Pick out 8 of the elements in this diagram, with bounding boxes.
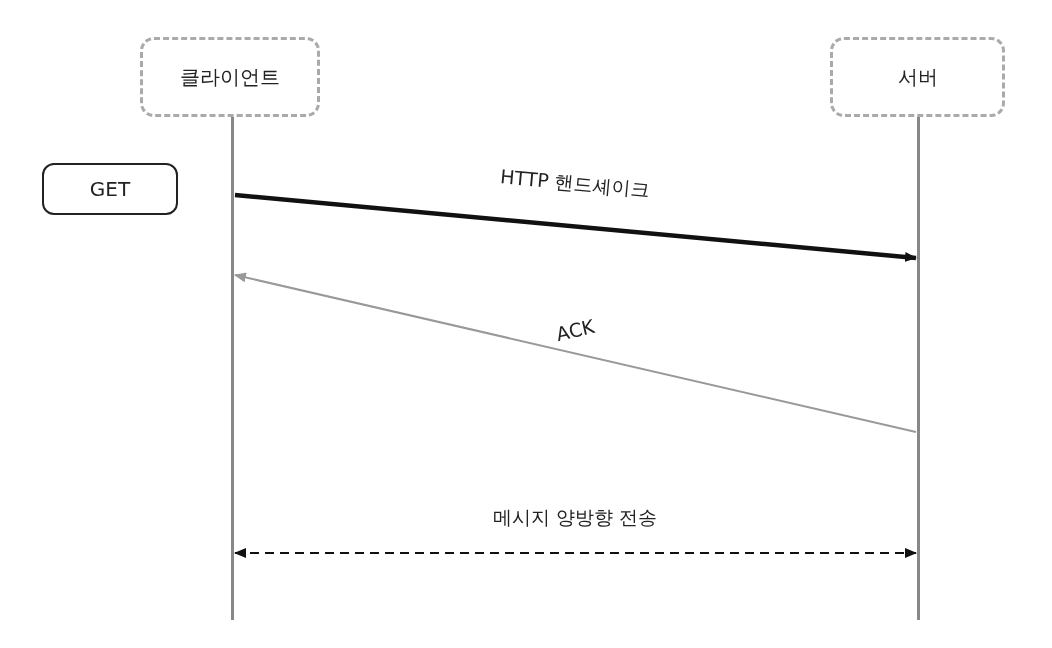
lifeline [231,117,234,620]
arrow [234,272,917,433]
arrow [234,548,917,558]
arrow [234,192,917,262]
request-box: GET [42,163,178,215]
participant-box: 클라이언트 [140,37,320,117]
participant-box: 서버 [830,37,1005,117]
lifeline [917,117,920,620]
